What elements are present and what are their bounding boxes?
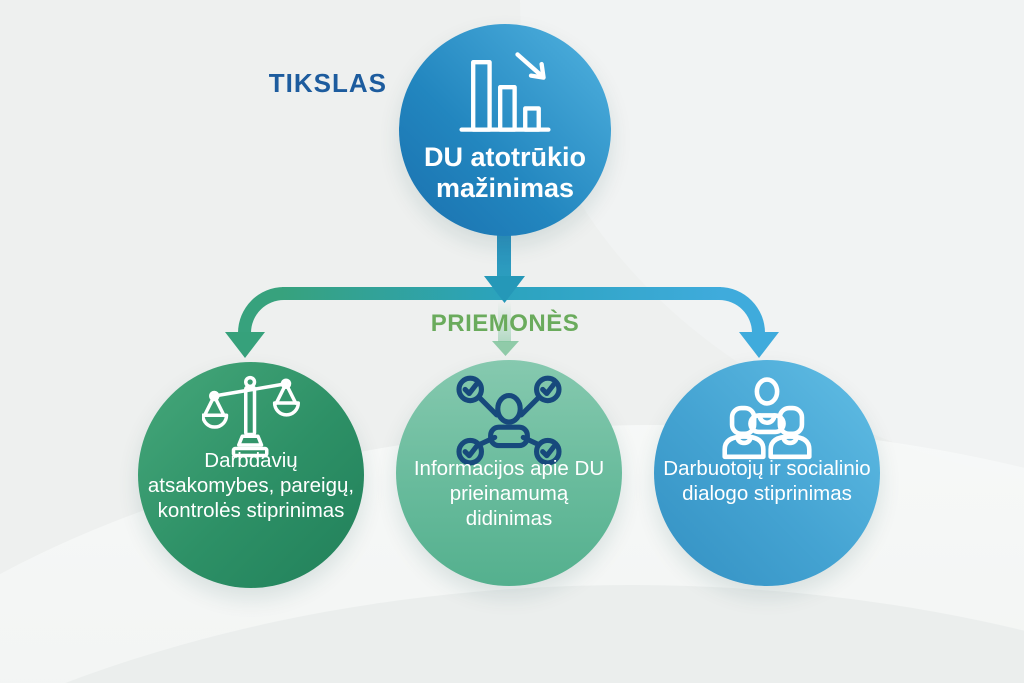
measure-node-information: Informacijos apie DU prieinamumą didinim…: [396, 360, 622, 586]
goal-label: TIKSLAS: [268, 68, 387, 98]
connector-center-fade: [498, 302, 511, 342]
people-group-icon: [710, 374, 824, 466]
goal-node: DU atotrūkio mažinimas: [399, 24, 611, 236]
connector-center-stem: [497, 226, 511, 284]
arrowhead-measures-mini-icon: [492, 341, 519, 356]
person-network-check-icon: [444, 368, 574, 468]
balance-scale-icon: [202, 372, 300, 462]
measure-node-employer-control: Darbdavių atsakomybes, pareigų, kontrolė…: [138, 362, 364, 588]
arrowhead-left-icon: [225, 332, 265, 358]
measure-node-text: Informacijos apie DU prieinamumą didinim…: [413, 457, 605, 530]
measure-node-text: Darbdavių atsakomybes, pareigų, kontrolė…: [147, 449, 355, 522]
connector-left-corner: [238, 287, 284, 335]
measures-label: PRIEMONÈS: [430, 310, 580, 337]
measure-node-social-dialogue: Darbuotojų ir socialinio dialogo stiprin…: [654, 360, 880, 586]
measure-node-text: Darbuotojų ir socialinio dialogo stiprin…: [663, 457, 871, 505]
goal-node-text: DU atotrūkio mažinimas: [424, 142, 586, 204]
declining-bar-chart-icon: [452, 48, 558, 138]
